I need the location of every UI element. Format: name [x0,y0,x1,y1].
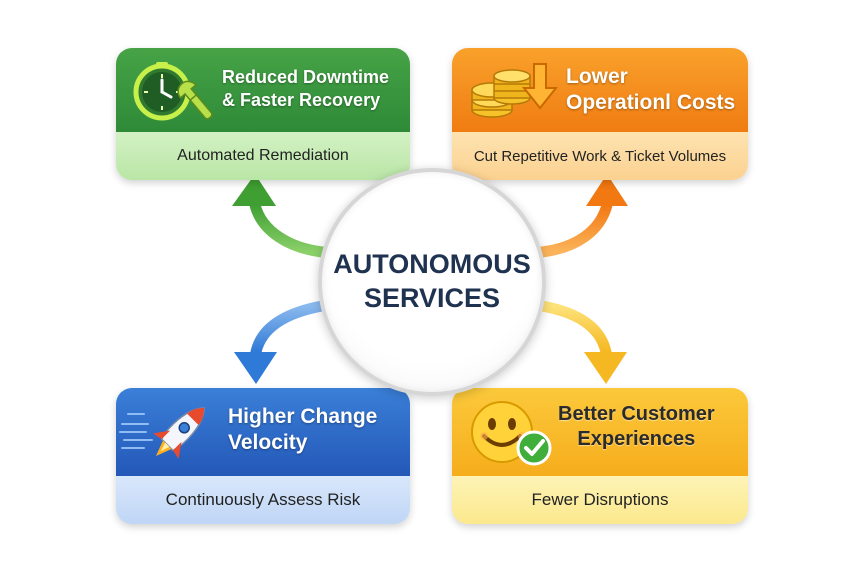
heading-line: Lower [566,65,628,88]
center-title-line: SERVICES [363,283,501,313]
heading-line: Reduced Downtime [222,67,390,87]
card-change-velocity: Higher Change Velocity Continuously Asse… [116,388,410,524]
arrow-top-right [536,174,628,258]
rocket-icon [118,394,226,475]
coins-down-arrow-icon [464,58,564,129]
card-footer: Continuously Assess Risk [116,476,410,524]
card-subtitle: Cut Repetitive Work & Ticket Volumes [473,147,727,165]
card-heading: Reduced Downtime & Faster Recovery [222,66,389,111]
arrow-bottom-right [536,300,627,384]
heading-line: Better Customer [558,403,715,425]
card-footer: Automated Remediation [116,132,410,180]
card-subtitle: Fewer Disruptions [531,490,669,509]
card-subtitle: Continuously Assess Risk [165,490,361,509]
arrow-top-left [232,174,328,258]
card-subtitle: Automated Remediation [177,147,349,164]
heading-line: Experiences [577,428,696,450]
smiley-check-icon [462,392,562,477]
center-hub: AUTONOMOUS SERVICES [318,168,546,396]
heading-line: Velocity [228,431,308,455]
heading-line: & Faster Recovery [222,89,381,110]
card-heading: Higher Change Velocity [228,404,377,457]
card-heading: Better Customer Experiences [558,402,715,452]
heading-line: Operationl Costs [566,91,736,115]
clock-wrench-icon [130,60,220,129]
card-customer-experiences: Better Customer Experiences Fewer Disrup… [452,388,748,524]
card-heading: Lower Operationl Costs [566,64,735,117]
card-reduced-downtime: Reduced Downtime & Faster Recovery Autom… [116,48,410,180]
card-footer: Fewer Disruptions [452,476,748,524]
card-lower-costs: Lower Operationl Costs Cut Repetitive Wo… [452,48,748,180]
heading-line: Higher Change [228,405,378,428]
arrow-bottom-left [234,300,328,384]
center-title-line: AUTONOMOUS [333,249,531,280]
card-footer: Cut Repetitive Work & Ticket Volumes [452,132,748,180]
